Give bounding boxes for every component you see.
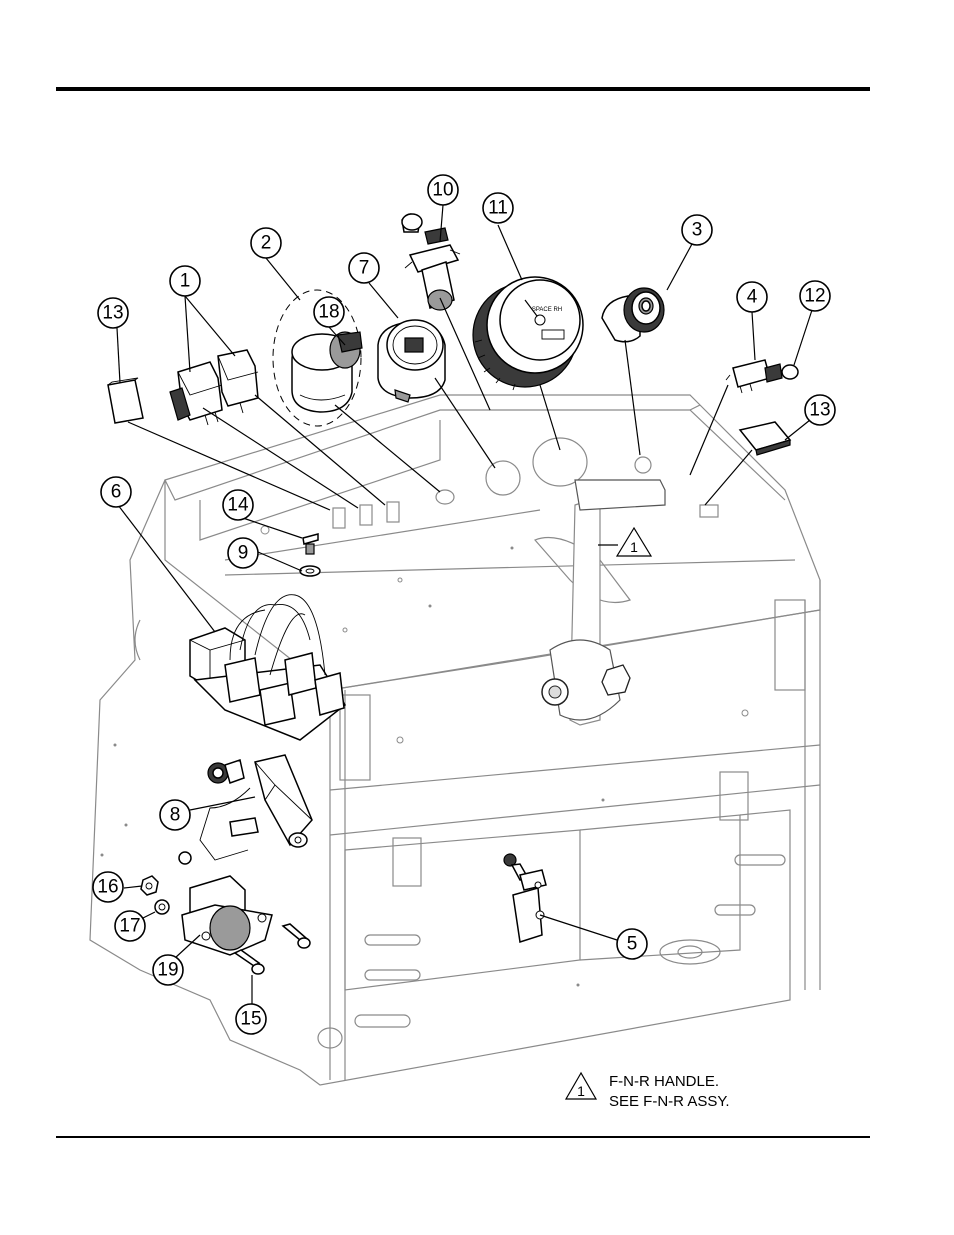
dial-control (602, 288, 664, 342)
indicator-switch (726, 360, 798, 393)
svg-text:13: 13 (102, 303, 123, 324)
note-line-2: SEE F-N-R ASSY. (609, 1093, 730, 1110)
callout-10: 10 (428, 175, 458, 205)
svg-text:5: 5 (627, 934, 638, 955)
callout-1: 1 (170, 266, 200, 296)
svg-text:1: 1 (180, 271, 191, 292)
rocker-switches (170, 350, 258, 425)
svg-text:15: 15 (240, 1009, 261, 1030)
callout-9: 9 (228, 538, 258, 568)
gauge-brand: SPACE RH (532, 307, 562, 313)
rotary-sensor (182, 876, 272, 955)
svg-text:17: 17 (119, 916, 140, 937)
callout-5: 5 (617, 929, 647, 959)
svg-text:6: 6 (111, 482, 122, 503)
callout-18: 18 (314, 297, 344, 327)
speedometer: SPACE RH (473, 277, 583, 390)
svg-text:7: 7 (359, 258, 370, 279)
limit-switch (504, 854, 546, 942)
callout-14: 14 (223, 490, 253, 520)
svg-text:16: 16 (97, 877, 118, 898)
svg-text:8: 8 (170, 805, 181, 826)
note-symbol: 1 (577, 1083, 585, 1099)
callout-4: 4 (737, 282, 767, 312)
callout-6: 6 (101, 477, 131, 507)
callout-19: 19 (153, 955, 183, 985)
callout-15: 15 (236, 1004, 266, 1034)
svg-text:14: 14 (227, 495, 249, 516)
note-block: 1 F-N-R HANDLE. SEE F-N-R ASSY. (566, 1073, 730, 1110)
power-outlet (402, 214, 460, 310)
callout-8: 8 (160, 800, 190, 830)
hour-meter (378, 320, 445, 402)
callout-13-left: 13 (98, 298, 128, 328)
svg-text:12: 12 (804, 286, 825, 307)
callout-16: 16 (93, 872, 123, 902)
callout-12: 12 (800, 281, 830, 311)
plug-cover-right (740, 422, 790, 455)
svg-text:10: 10 (432, 180, 453, 201)
svg-text:18: 18 (318, 302, 339, 323)
sensor-switch (179, 755, 312, 864)
svg-text:9: 9 (238, 543, 249, 564)
svg-text:3: 3 (692, 220, 703, 241)
svg-text:13: 13 (809, 400, 830, 421)
callout-17: 17 (115, 911, 145, 941)
svg-text:2: 2 (261, 233, 272, 254)
nut-and-washer (141, 876, 169, 914)
callout-13-right: 13 (805, 395, 835, 425)
callout-7: 7 (349, 253, 379, 283)
callout-2: 2 (251, 228, 281, 258)
svg-text:4: 4 (747, 287, 758, 308)
callout-11: 11 (483, 193, 513, 223)
note-line-1: F-N-R HANDLE. (609, 1073, 719, 1090)
fnr-marker-symbol: 1 (630, 539, 638, 555)
svg-text:19: 19 (157, 960, 178, 981)
svg-text:11: 11 (488, 198, 508, 219)
callout-3: 3 (682, 215, 712, 245)
plug-cover-left (108, 378, 143, 423)
